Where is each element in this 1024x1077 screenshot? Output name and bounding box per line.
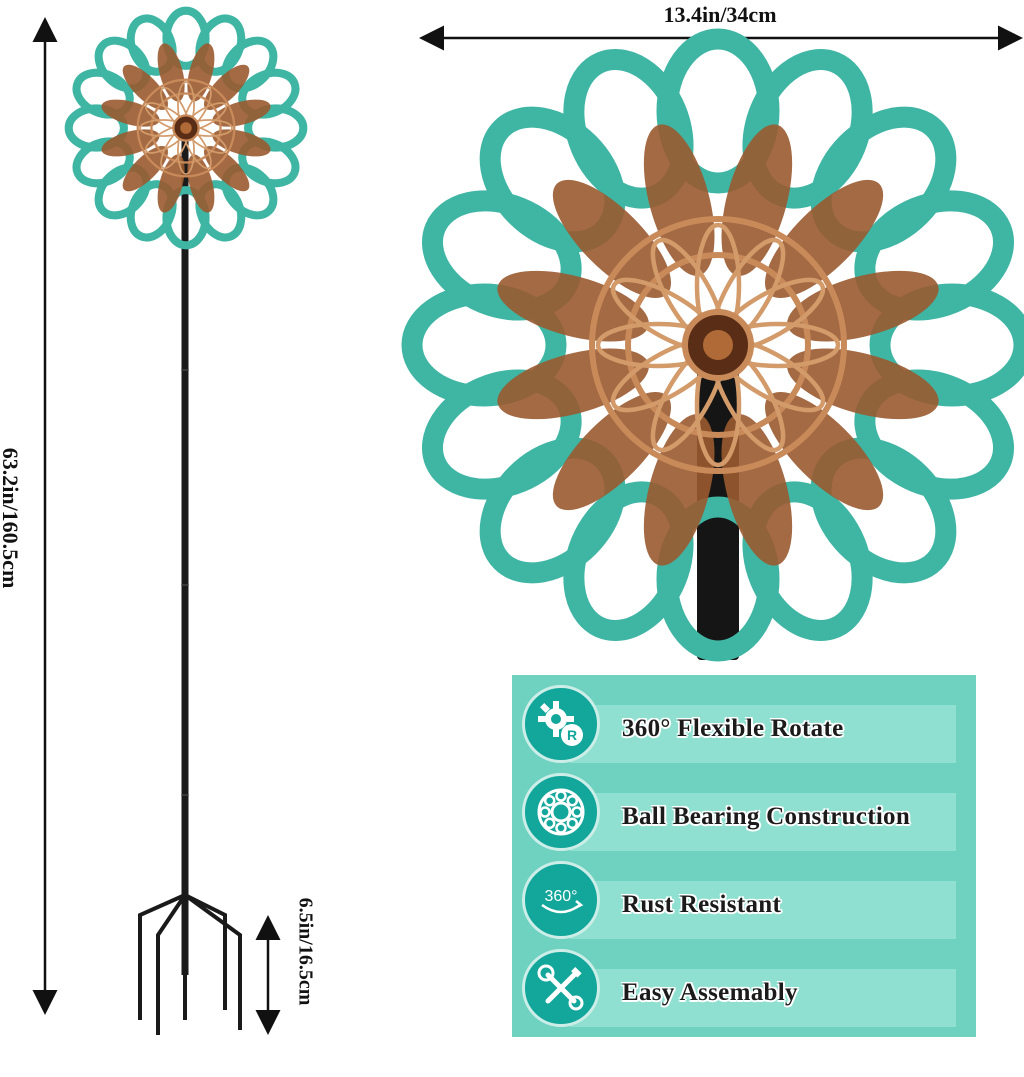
feature-label: Ball Bearing Construction xyxy=(622,803,911,830)
height-label: 63.2in/160.5cm xyxy=(0,447,23,589)
small-spinner xyxy=(64,6,308,1035)
feature-item-bearing: Ball Bearing Construction xyxy=(522,773,956,853)
svg-text:360°: 360° xyxy=(544,888,577,905)
rotate-360-icon: 360° xyxy=(522,861,600,939)
base-height-label: 6.5in/16.5cm xyxy=(294,897,317,1006)
feature-panel: R 360° Flexible Rotate Ball Bearing Cons… xyxy=(512,675,976,1037)
gear-icon: R xyxy=(522,685,600,763)
feature-label: Easy Assemably xyxy=(622,979,798,1006)
product-illustration xyxy=(32,6,1024,1035)
feature-item-rotate: R 360° Flexible Rotate xyxy=(522,685,956,765)
feature-label: 360° Flexible Rotate xyxy=(622,715,844,742)
svg-text:R: R xyxy=(567,727,577,743)
feature-item-rust: 360° Rust Resistant xyxy=(522,861,956,941)
tools-icon xyxy=(522,949,600,1027)
large-spinner xyxy=(401,28,1024,662)
feature-item-assembly: Easy Assemably xyxy=(522,949,956,1029)
pole-section xyxy=(697,330,739,660)
ball-bearing-icon xyxy=(522,773,600,851)
width-label: 13.4in/34cm xyxy=(663,2,777,27)
feature-label: Rust Resistant xyxy=(622,891,782,918)
ground-stake xyxy=(138,893,242,1035)
